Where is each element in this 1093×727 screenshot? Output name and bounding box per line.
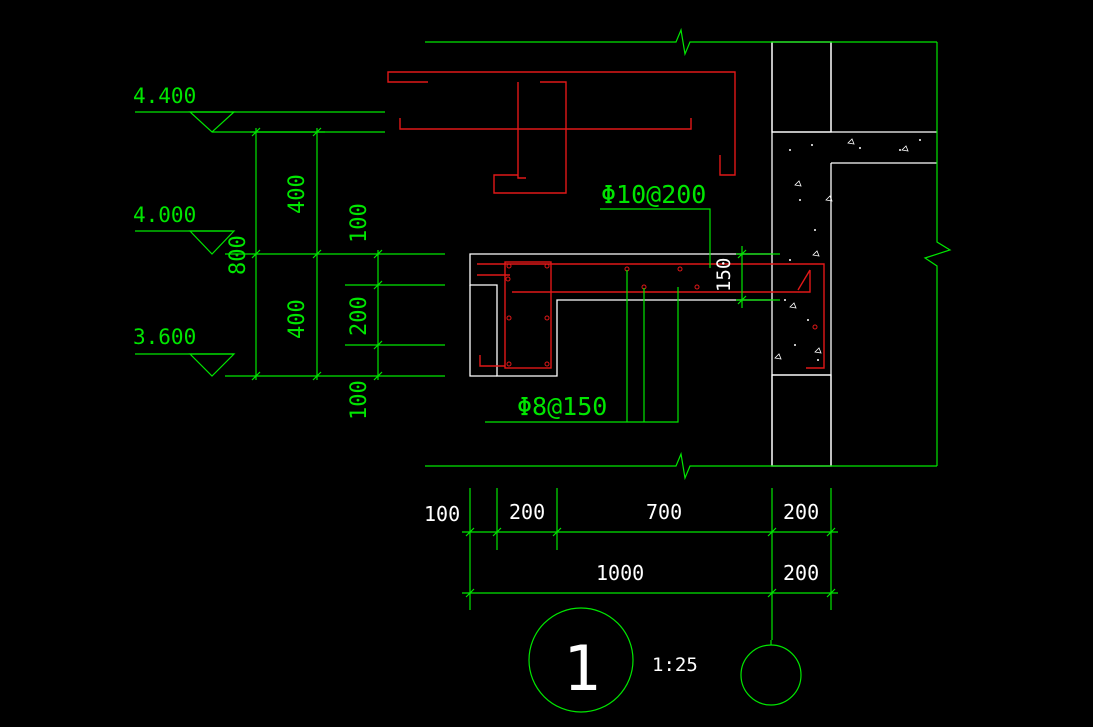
dim-bottom-gap: 100 [347,380,372,420]
break-lines [425,27,952,481]
hdim-1-3: 200 [783,500,819,524]
elevation-label-3: 3.600 [133,325,196,349]
axis-circle [740,644,802,706]
elevation-label-2: 4.000 [133,203,196,227]
hdim-1-0: 100 [424,502,460,526]
dim-upper: 400 [285,174,310,214]
hdim-1-2: 700 [646,500,682,524]
dim-slab: 200 [347,296,372,336]
horizontal-dimension-lines [462,488,838,640]
hdim-2-0: 1000 [596,561,644,585]
elevation-label-1: 4.400 [133,84,196,108]
wall-structure [771,41,937,467]
detail-number: 1 [563,632,600,705]
dim-thickness: 150 [713,258,735,292]
beam-bottom-closure [469,285,497,377]
dim-lower: 400 [285,299,310,339]
hdim-2-1: 200 [783,561,819,585]
detail-scale: 1:25 [652,654,698,676]
rebar-label-top: Φ10@200 [601,180,706,209]
dim-total: 800 [226,235,251,275]
dim-top-gap: 100 [347,203,372,243]
leader-lines [485,208,711,423]
rebar-upper [387,71,736,194]
rebar-label-bottom: Φ8@150 [517,392,607,421]
hdim-1-1: 200 [509,500,545,524]
vertical-dimension-lines [225,127,780,381]
beam-outline [469,253,772,377]
detail-circle [528,607,634,713]
rebar-beam [477,261,825,369]
